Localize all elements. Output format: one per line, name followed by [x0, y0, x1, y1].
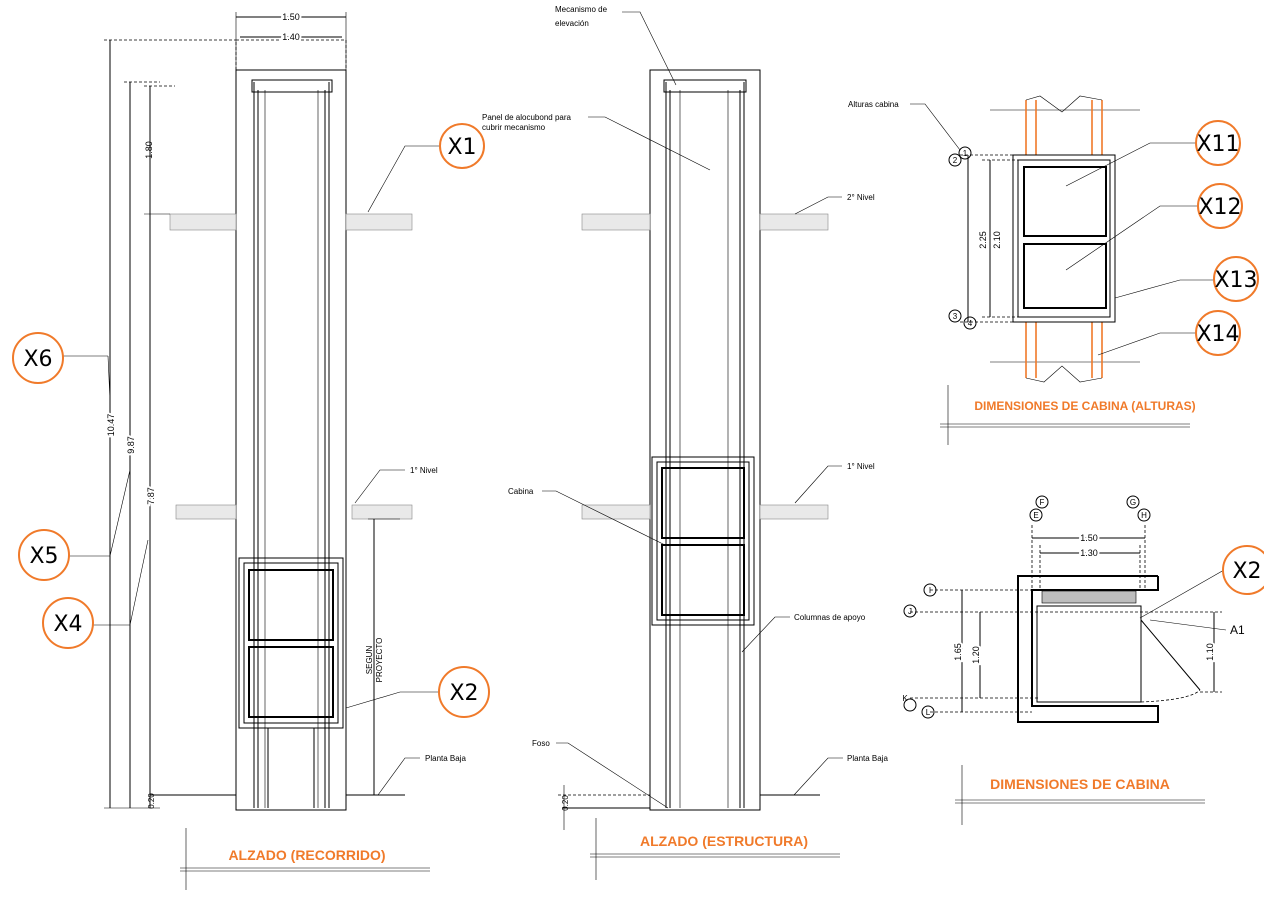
svg-text:X12: X12: [1198, 195, 1241, 220]
view-cabina-alturas: 2.25 2.10 1 2 3 4 Alturas cabina DIMENSI…: [848, 95, 1214, 445]
svg-text:K: K: [902, 694, 908, 703]
title-cabina: DIMENSIONES DE CABINA: [990, 776, 1170, 792]
svg-text:3: 3: [953, 312, 958, 321]
title-cabina-alturas: DIMENSIONES DE CABINA (ALTURAS): [974, 399, 1195, 413]
axis-marker-2: 2: [948, 153, 962, 167]
callout-x1: X1: [439, 123, 485, 169]
dim-height-787: 7.87: [146, 487, 156, 505]
dim-height-1047: 10.47: [106, 414, 116, 437]
axis-marker-h: H: [1137, 508, 1151, 522]
slab-level2-left: [169, 213, 237, 231]
svg-text:X14: X14: [1196, 322, 1239, 347]
slab-level1-right: [351, 504, 413, 520]
axis-marker-j: J: [903, 604, 917, 618]
label-alturas-cabina: Alturas cabina: [848, 100, 899, 109]
svg-text:X6: X6: [23, 347, 52, 372]
dim-height-020b: 0.20: [561, 795, 570, 811]
dim-height-987: 9.87: [126, 436, 136, 454]
axis-marker-i: I: [923, 583, 937, 597]
svg-text:F: F: [1040, 498, 1045, 507]
dim-plan-120: 1.20: [971, 646, 981, 664]
dim-plan-165: 1.65: [953, 643, 963, 661]
axis-marker-l: L: [921, 705, 935, 719]
svg-text:X13: X13: [1214, 268, 1257, 293]
label-columnas: Columnas de apoyo: [794, 613, 866, 622]
cabin-frame: [238, 557, 344, 729]
label-nivel1-a: 1° Nivel: [410, 466, 438, 475]
axis-marker-k: K: [902, 694, 917, 712]
view-cabina-plan: 1.50 1.30 1.65 1.20 1.10 F E G H I J K L…: [902, 495, 1245, 825]
callout-x12: X12: [1197, 183, 1243, 229]
slab-level2-right: [345, 213, 413, 231]
callout-x2: X2: [438, 666, 490, 718]
callout-x2b: X2: [1222, 545, 1264, 595]
label-mecanismo-1: Mecanismo de: [555, 5, 608, 14]
dim-cab-210: 2.10: [992, 231, 1002, 249]
axis-marker-1: 1: [958, 146, 972, 160]
cabin-plan: [1036, 605, 1142, 703]
callout-x11: X11: [1195, 120, 1241, 166]
callout-x6: X6: [12, 332, 64, 384]
dim-plan-110: 1.10: [1205, 643, 1215, 661]
label-panel-1: Panel de alocubond para: [482, 113, 572, 122]
shaft-outline-2: [649, 69, 761, 811]
label-a1: A1: [1230, 623, 1245, 637]
axis-marker-e: E: [1029, 508, 1043, 522]
svg-text:I: I: [929, 586, 931, 595]
dim-height-020a: 0.20: [147, 793, 156, 809]
dim-height-180: 1.80: [144, 141, 154, 159]
label-cabina: Cabina: [508, 487, 534, 496]
svg-text:H: H: [1141, 511, 1147, 520]
svg-text:2: 2: [953, 156, 958, 165]
callout-x14: X14: [1195, 310, 1241, 356]
callout-x4: X4: [42, 597, 94, 649]
dim-cab-225: 2.25: [978, 231, 988, 249]
callout-x5: X5: [18, 529, 70, 581]
axis-marker-f: F: [1035, 495, 1049, 509]
top-beam: [251, 79, 333, 93]
svg-text:L: L: [926, 708, 931, 717]
label-nivel2: 2° Nivel: [847, 193, 875, 202]
label-nivel1-b: 1° Nivel: [847, 462, 875, 471]
svg-text:E: E: [1033, 511, 1038, 520]
svg-text:X2: X2: [1232, 559, 1261, 584]
view-alzado-recorrido: 1.50 1.40 1.80 10.47 9.87 7.87 0.20 SEGU…: [60, 10, 466, 890]
svg-text:X2: X2: [449, 681, 478, 706]
dim-width-150: 1.50: [282, 12, 300, 22]
svg-text:X1: X1: [447, 135, 476, 160]
title-alzado-recorrido: ALZADO (RECORRIDO): [228, 847, 385, 863]
segun-label: SEGUN: [365, 646, 374, 675]
callout-x13: X13: [1213, 256, 1259, 302]
svg-text:4: 4: [968, 319, 973, 328]
label-foso: Foso: [532, 739, 550, 748]
axis-marker-g: G: [1126, 495, 1140, 509]
label-panel-2: cubrir mecanismo: [482, 123, 546, 132]
svg-text:1: 1: [963, 149, 968, 158]
view-alzado-estructura: 0.20 Mecanismo de elevación Panel de alo…: [482, 5, 888, 880]
svg-text:J: J: [908, 607, 912, 616]
dim-plan-130: 1.30: [1080, 548, 1098, 558]
svg-text:G: G: [1130, 498, 1136, 507]
dim-plan-150: 1.50: [1080, 533, 1098, 543]
label-mecanismo-2: elevación: [555, 19, 589, 28]
label-planta-baja-a: Planta Baja: [425, 754, 466, 763]
label-planta-baja-b: Planta Baja: [847, 754, 888, 763]
svg-text:X4: X4: [53, 612, 82, 637]
title-alzado-estructura: ALZADO (ESTRUCTURA): [640, 833, 808, 849]
shaft-top-projection: [235, 39, 347, 71]
proyecto-label: PROYECTO: [375, 638, 384, 683]
axis-marker-4: 4: [963, 316, 977, 330]
slab-level1-left: [175, 504, 237, 520]
dim-width-140: 1.40: [282, 32, 300, 42]
svg-text:X5: X5: [29, 544, 58, 569]
axis-marker-3: 3: [948, 309, 962, 323]
svg-text:X11: X11: [1196, 132, 1239, 157]
